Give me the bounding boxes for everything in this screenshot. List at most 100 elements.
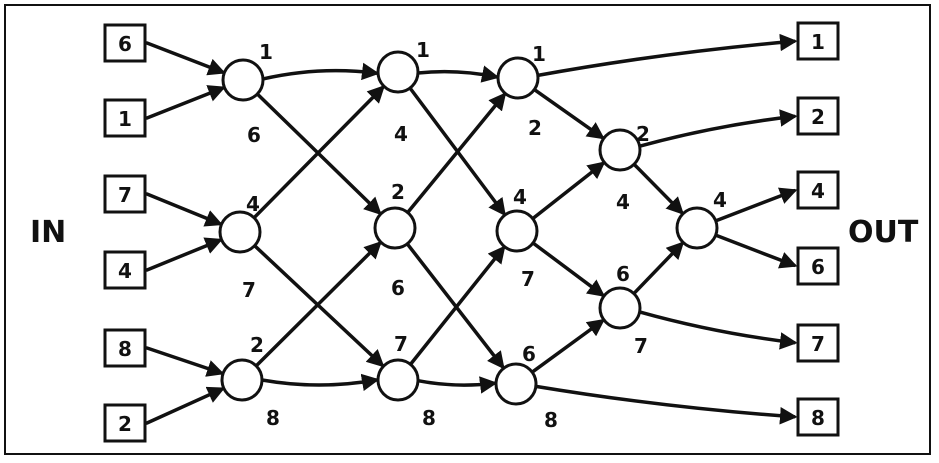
- comparator-bottom-value: 4: [394, 122, 408, 146]
- comparator-circle: [376, 50, 420, 94]
- comparator-node: 47: [218, 192, 262, 302]
- input-value: 1: [118, 107, 132, 131]
- wire-c7-c10: [532, 87, 605, 140]
- comparator-node: 47: [495, 185, 539, 291]
- input-box: 8: [103, 328, 147, 368]
- comparator-node: 14: [376, 38, 430, 146]
- wire-c4-c7: [416, 65, 500, 83]
- input-value: 2: [118, 412, 132, 436]
- wire-i1-c1: [145, 85, 226, 120]
- comparator-top-value: 1: [532, 42, 546, 66]
- comparator-bottom-value: 2: [528, 116, 542, 140]
- comparator-top-value: 6: [616, 262, 630, 286]
- comparator-circle: [220, 358, 264, 402]
- comparator-top-value: 6: [522, 342, 536, 366]
- comparator-node: 28: [220, 333, 280, 430]
- comparator-node: 4: [675, 188, 727, 250]
- comparator-bottom-value: 8: [266, 406, 280, 430]
- wire-c10-c12: [632, 162, 685, 215]
- wire-c9-o5: [534, 384, 798, 425]
- wire-i2-c2: [145, 192, 223, 227]
- comparator-bottom-value: 7: [634, 334, 648, 358]
- output-value: 1: [811, 30, 825, 54]
- output-box: 6: [796, 246, 840, 286]
- input-value: 7: [118, 183, 132, 207]
- wire-c5-c9: [405, 242, 505, 370]
- comparator-circle: [598, 128, 642, 172]
- output-value: 4: [811, 179, 825, 203]
- input-box: 2: [103, 403, 147, 443]
- comparator-bottom-value: 8: [544, 408, 558, 432]
- input-box: 6: [103, 23, 147, 63]
- comparator-top-value: 4: [513, 185, 527, 209]
- comparator-circle: [598, 286, 642, 330]
- comparator-top-value: 2: [636, 122, 650, 146]
- comparator-top-value: 2: [250, 333, 264, 357]
- wire-c10-o1: [637, 109, 798, 148]
- output-box: 7: [796, 323, 840, 363]
- wire-i0-c1: [145, 41, 226, 76]
- comparator-top-value: 4: [713, 188, 727, 212]
- wire-c6-c8: [408, 245, 506, 367]
- wire-c8-c11: [531, 241, 606, 297]
- wire-c12-o3: [713, 233, 798, 269]
- input-value: 6: [118, 32, 132, 56]
- comparator-node: 16: [221, 40, 273, 147]
- comparator-top-value: 1: [416, 38, 430, 62]
- comparator-bottom-value: 6: [247, 123, 261, 147]
- comparator-node: 78: [376, 332, 436, 430]
- output-value: 8: [811, 406, 825, 430]
- comparator-circle: [494, 362, 538, 406]
- comparator-circle: [221, 58, 265, 102]
- comparator-top-value: 2: [391, 180, 405, 204]
- wire-i3-c2: [145, 237, 223, 272]
- wire-c11-c12: [632, 241, 685, 296]
- comparator-circle: [675, 206, 719, 250]
- out-label: OUT: [848, 215, 919, 250]
- input-box: 4: [103, 250, 147, 290]
- comparator-bottom-value: 7: [242, 278, 256, 302]
- comparator-node: 24: [598, 122, 650, 214]
- wire-c7-o0: [536, 33, 798, 78]
- wire-i4-c3: [145, 346, 225, 377]
- wire-c2-c4: [252, 85, 386, 220]
- comparator-bottom-value: 6: [391, 276, 405, 300]
- comparator-node: 12: [496, 42, 546, 140]
- comparator-node: 26: [373, 180, 417, 300]
- input-value: 8: [118, 337, 132, 361]
- wire-c9-c11: [530, 318, 606, 374]
- wires: [145, 33, 798, 425]
- wire-i5-c3: [145, 386, 226, 425]
- output-value: 6: [811, 255, 825, 279]
- wire-c11-o4: [637, 310, 798, 350]
- wire-c3-c6: [260, 373, 380, 392]
- input-box: 1: [103, 98, 147, 138]
- comparator-circle: [218, 210, 262, 254]
- comparator-bottom-value: 4: [616, 190, 630, 214]
- output-box: 1: [796, 21, 840, 61]
- wire-c12-o2: [713, 187, 798, 223]
- output-value: 7: [811, 332, 825, 356]
- wire-c3-c5: [254, 241, 382, 368]
- comparator-top-value: 7: [394, 332, 408, 356]
- comparator-bottom-value: 7: [521, 267, 535, 291]
- input-value: 4: [118, 259, 132, 283]
- comparator-circle: [373, 206, 417, 250]
- comparator-circle: [376, 358, 420, 402]
- output-box: 4: [796, 170, 840, 210]
- comparator-node: 68: [494, 342, 558, 432]
- comparator-circle: [496, 56, 540, 100]
- comparator-top-value: 4: [246, 192, 260, 216]
- input-box: 7: [103, 174, 147, 214]
- wire-c6-c9: [416, 376, 498, 394]
- wire-c8-c10: [530, 161, 606, 221]
- output-value: 2: [811, 105, 825, 129]
- wire-c5-c7: [405, 92, 507, 215]
- output-box: 2: [796, 96, 840, 136]
- in-label: IN: [30, 215, 66, 250]
- comparator-circle: [495, 209, 539, 253]
- wire-c1-c4: [261, 62, 380, 81]
